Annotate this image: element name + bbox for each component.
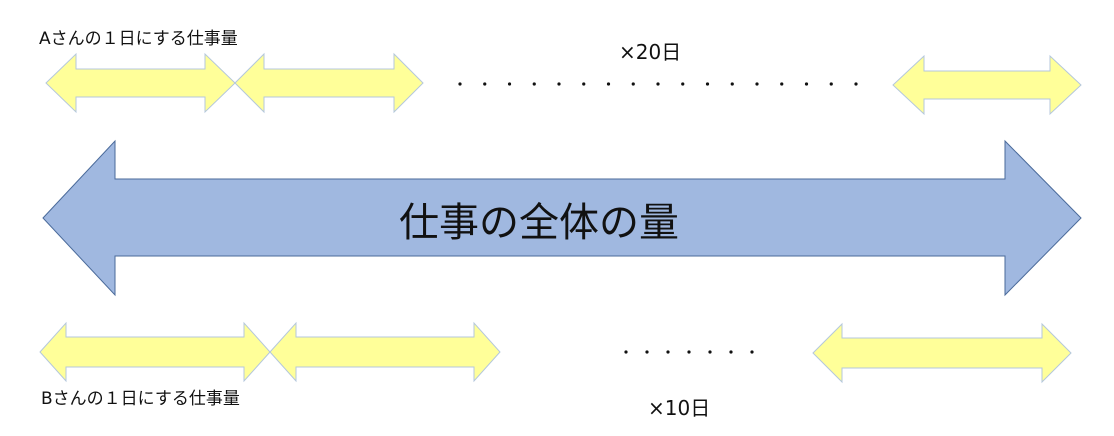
ellipsis-dot [854, 82, 858, 86]
ellipsis-dot [804, 82, 809, 86]
ellipsis-dot [631, 82, 635, 86]
bottom-row-arrows [39, 321, 1072, 384]
ellipsis-dot [755, 82, 759, 86]
ellipsis-dot [656, 82, 660, 86]
person-b-daily-work-label: Bさんの１日にする仕事量 [41, 389, 240, 409]
person-b-day-arrow [812, 322, 1072, 384]
person-b-day-arrow [39, 321, 271, 383]
top-row-dots [458, 82, 858, 86]
ellipsis-dot [780, 82, 784, 86]
ellipsis-dot [687, 350, 691, 354]
ellipsis-dot [507, 82, 512, 86]
ellipsis-dot [606, 82, 611, 86]
total-work-label: 仕事の全体の量 [399, 200, 679, 246]
ellipsis-dot [829, 82, 833, 86]
ellipsis-dot [729, 350, 733, 354]
ellipsis-dot [458, 82, 462, 86]
ellipsis-dot [730, 82, 734, 86]
ellipsis-dot [582, 82, 586, 86]
bottom-row-dots [624, 350, 754, 354]
person-b-day-arrow [269, 321, 501, 383]
total-work-arrow [42, 139, 1082, 297]
ellipsis-dot [483, 82, 487, 86]
person-a-multiplier-label: ×20日 [619, 40, 682, 64]
ellipsis-dot [624, 350, 628, 354]
ellipsis-dot [645, 350, 649, 354]
person-b-multiplier-label: ×10日 [648, 396, 711, 420]
person-a-day-arrow [45, 52, 236, 114]
person-a-daily-work-label: Aさんの１日にする仕事量 [39, 29, 238, 49]
top-row-arrows [45, 52, 1082, 116]
ellipsis-dot [666, 350, 670, 354]
person-a-day-arrow [892, 54, 1082, 116]
ellipsis-dot [708, 350, 712, 354]
ellipsis-dot [681, 82, 685, 86]
ellipsis-dot [750, 350, 754, 354]
ellipsis-dot [532, 82, 536, 86]
ellipsis-dot [557, 82, 561, 86]
person-a-day-arrow [234, 52, 424, 114]
ellipsis-dot [705, 82, 710, 86]
